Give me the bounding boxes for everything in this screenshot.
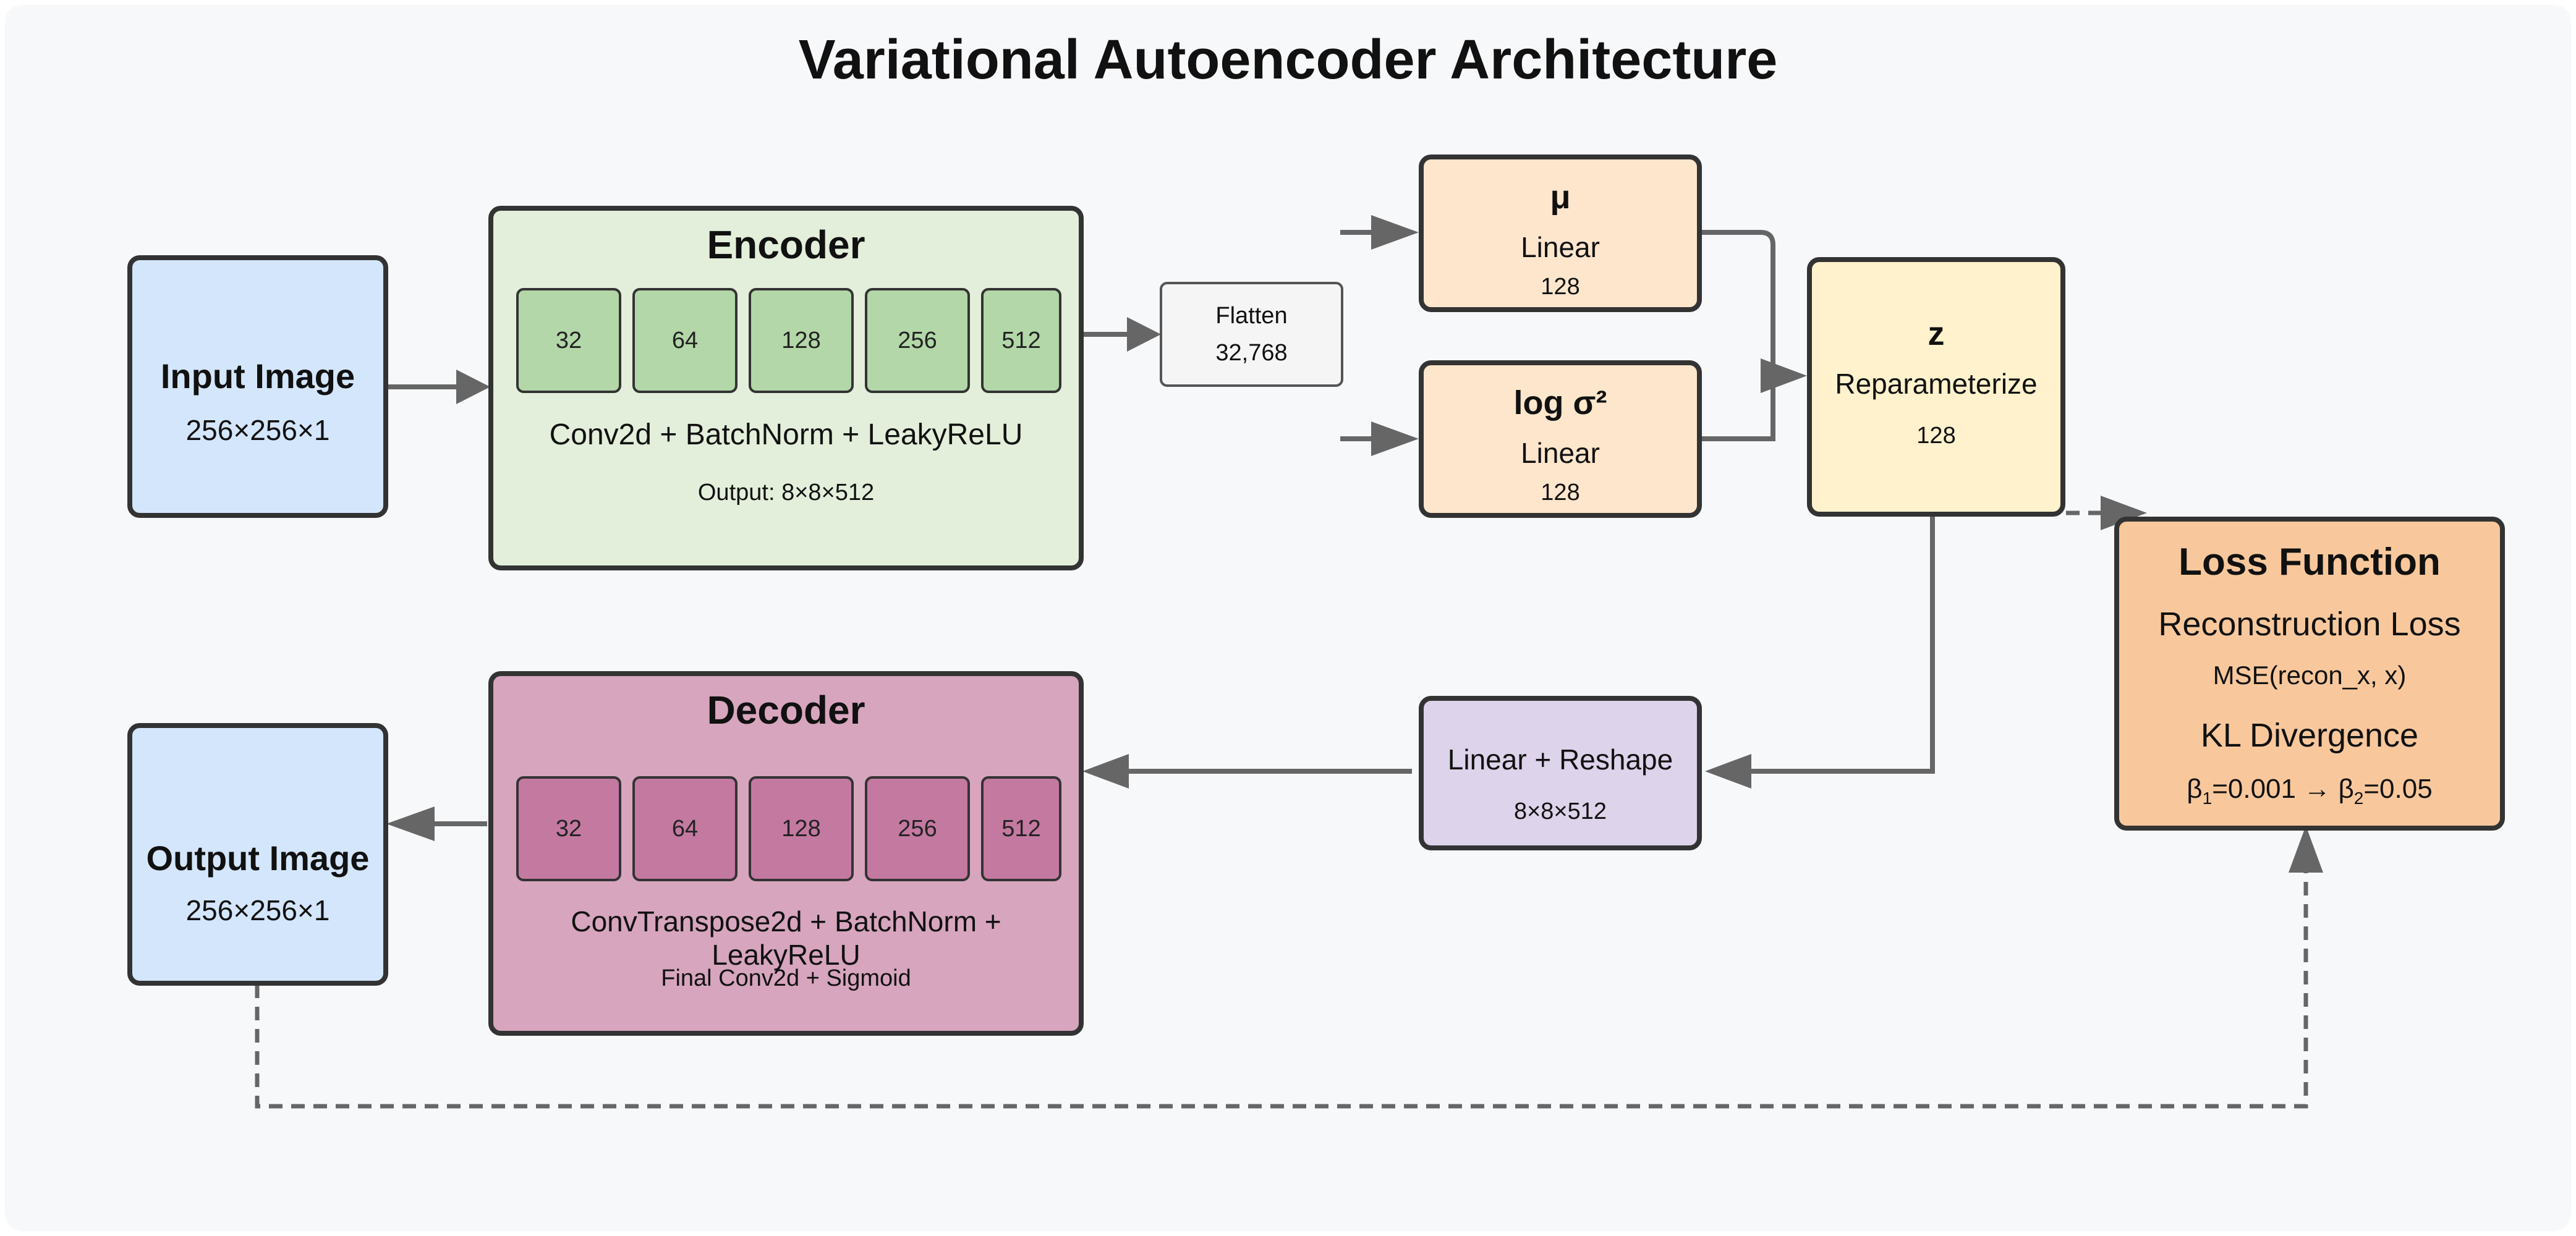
linear-reshape-box: Linear + Reshape 8×8×512 (1419, 696, 1702, 850)
z-operation: Reparameterize (1835, 368, 2038, 400)
z-box: z Reparameterize 128 (1807, 257, 2065, 517)
decoder-layer-256: 256 (865, 776, 970, 881)
encoder-title: Encoder (707, 222, 865, 267)
beta-1-symbol: β (2187, 774, 2203, 804)
decoder-box: Decoder 32 64 128 256 512 ConvTranspose2… (488, 671, 1084, 1036)
linear-reshape-title: Linear + Reshape (1447, 743, 1673, 776)
encoder-description: Conv2d + BatchNorm + LeakyReLU (549, 418, 1023, 451)
linear-reshape-shape: 8×8×512 (1513, 798, 1607, 824)
arrowhead-output (386, 806, 435, 841)
loss-reconstruction: Reconstruction Loss (2158, 606, 2461, 643)
output-image-box: Output Image 256×256×1 (127, 723, 388, 986)
logvar-title: log σ² (1513, 384, 1607, 421)
logvar-box: log σ² Linear 128 (1419, 360, 1702, 518)
encoder-layer-128: 128 (749, 288, 854, 393)
loss-title: Loss Function (2179, 541, 2441, 583)
encoder-layer-64: 64 (632, 288, 738, 393)
arrow-z-to-reshape (1742, 513, 1935, 774)
arrowhead-mu (1371, 215, 1419, 250)
decoder-layer-512: 512 (981, 776, 1061, 881)
arrowhead-logvar (1371, 421, 1419, 456)
mu-box: μ Linear 128 (1419, 154, 1702, 312)
beta-1-subscript: 1 (2202, 788, 2213, 808)
decoder-layer-128: 128 (749, 776, 854, 881)
loss-function-box: Loss Function Reconstruction Loss MSE(re… (2114, 517, 2505, 831)
beta-2-symbol: β (2338, 774, 2354, 804)
beta-2-value: =0.05 (2363, 774, 2433, 804)
loss-kl-divergence: KL Divergence (2200, 717, 2419, 754)
diagram-canvas: Variational Autoencoder Architecture Inp… (5, 5, 2571, 1231)
decoder-description: ConvTranspose2d + BatchNorm + LeakyReLU (571, 905, 1001, 971)
dashed-output-to-loss (255, 870, 2308, 1109)
arrow-logvar-to-z (1702, 376, 1775, 441)
output-image-title: Output Image (146, 839, 370, 878)
input-image-title: Input Image (160, 357, 355, 396)
decoder-final-layer: Final Conv2d + Sigmoid (661, 965, 911, 991)
encoder-layer-512: 512 (981, 288, 1061, 393)
arrowhead-z (1761, 358, 1807, 393)
flatten-title: Flatten (1215, 303, 1288, 329)
mu-type: Linear (1521, 231, 1600, 263)
mu-dim: 128 (1541, 274, 1580, 300)
decoder-title: Decoder (707, 688, 865, 732)
flatten-size: 32,768 (1215, 340, 1288, 366)
encoder-layer-32: 32 (516, 288, 621, 393)
beta-2-subscript: 2 (2353, 788, 2364, 808)
arrowhead-loss-top (2101, 496, 2147, 530)
loss-reconstruction-formula: MSE(recon_x, x) (2213, 661, 2407, 690)
encoder-layer-256: 256 (865, 288, 970, 393)
flatten-box: Flatten 32,768 (1160, 282, 1343, 387)
input-image-box: Input Image 256×256×1 (127, 255, 388, 518)
input-image-shape: 256×256×1 (185, 414, 330, 446)
arrowhead-reshape (1705, 754, 1751, 789)
z-title: z (1928, 315, 1945, 352)
beta-1-value: =0.001 → (2212, 774, 2339, 804)
mu-title: μ (1550, 179, 1571, 216)
logvar-dim: 128 (1541, 480, 1580, 506)
logvar-type: Linear (1521, 437, 1600, 469)
arrowhead-flatten (1127, 317, 1161, 352)
decoder-layer-32: 32 (516, 776, 621, 881)
z-dim: 128 (1916, 423, 1956, 449)
arrowhead-encoder (456, 370, 490, 404)
arrow-mu-to-z (1702, 230, 1775, 376)
decoder-layer-64: 64 (632, 776, 738, 881)
output-image-shape: 256×256×1 (185, 894, 330, 926)
encoder-output-shape: Output: 8×8×512 (697, 480, 875, 506)
diagram-title: Variational Autoencoder Architecture (798, 29, 1778, 91)
arrowhead-decoder (1082, 754, 1129, 789)
encoder-box: Encoder 32 64 128 256 512 Conv2d + Batch… (488, 206, 1084, 570)
arrowhead-loss-bottom (2289, 826, 2323, 873)
loss-beta-schedule: β1=0.001 → β2=0.05 (2119, 774, 2500, 808)
